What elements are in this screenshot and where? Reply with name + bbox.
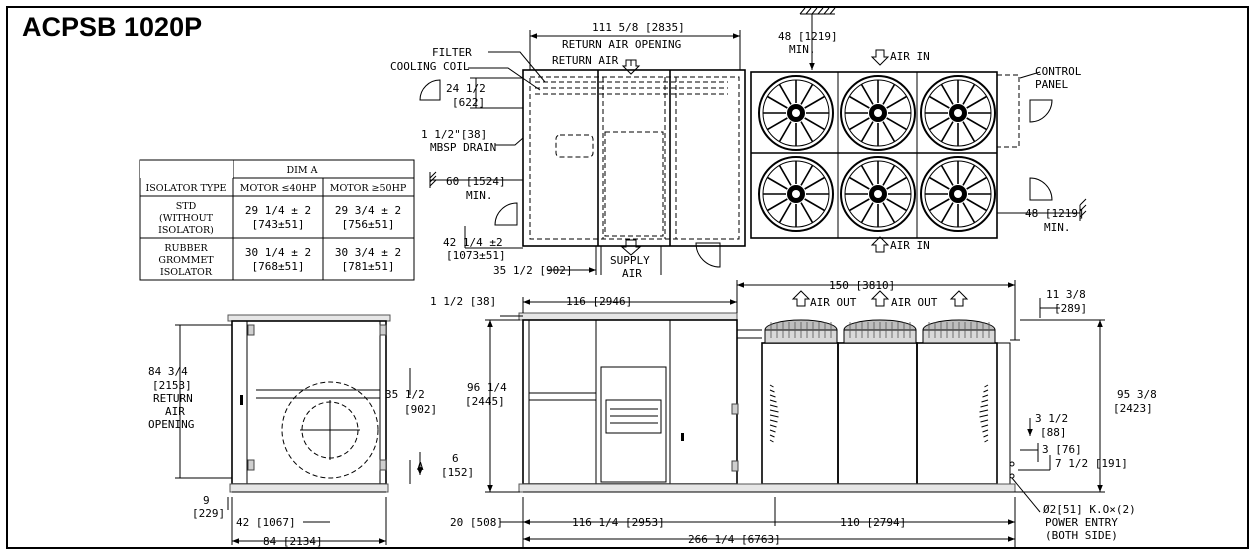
air-out-1-label: AIR OUT <box>810 296 857 309</box>
table-row1-type1: STD <box>176 201 197 212</box>
side-dim7-label: 7 1/2 [191] <box>1055 457 1128 470</box>
clear-60-min-label: MIN. <box>466 189 493 202</box>
panel-label: PANEL <box>1035 78 1068 91</box>
top-view <box>419 13 1081 275</box>
air-out-2-label: AIR OUT <box>891 296 938 309</box>
clear-48-top-min-label: MIN. <box>789 43 816 56</box>
side-dim3-5-label: 3 1/2 <box>1035 412 1068 425</box>
power-entry-2: POWER ENTRY <box>1045 516 1118 529</box>
condenser-fan-icon <box>920 156 996 232</box>
table-row2-type1: RUBBER <box>164 243 208 254</box>
coil-hatch <box>769 384 779 443</box>
power-entry-3: (BOTH SIDE) <box>1045 529 1118 542</box>
dim-42-label: 42 1/4 ±2 <box>443 236 503 249</box>
end-h84-mm-label: [2153] <box>152 379 192 392</box>
end-return-label: RETURN <box>153 392 193 405</box>
supply-label: SUPPLY <box>610 254 650 267</box>
condenser-fan-icon <box>758 75 834 151</box>
side-dim96-label: 96 1/4 <box>467 381 507 394</box>
dim-35-label: 35 1/2 [902] <box>493 264 572 277</box>
drain-dim-label: 1 1/2"[38] <box>421 128 487 141</box>
air-in-top-label: AIR IN <box>890 50 930 63</box>
table-col2: MOTOR ≥50HP <box>330 183 407 194</box>
side-dim95-label: 95 3/8 <box>1117 388 1157 401</box>
clear-48-right-label: 48 [1219] <box>1025 207 1085 220</box>
fan-guard-icon <box>843 319 917 344</box>
drain-label: MBSP DRAIN <box>430 141 496 154</box>
end-a-label: A <box>417 460 424 473</box>
end-h84-label: 84 3/4 <box>148 365 188 378</box>
side-dim20-label: 20 [508] <box>450 516 503 529</box>
drawing-frame <box>6 6 1249 549</box>
return-opening-dim: 111 5/8 [2835] <box>592 21 685 34</box>
table-header-group: DIM A <box>287 165 318 176</box>
end-dim6-mm-label: [152] <box>441 466 474 479</box>
control-label: CONTROL <box>1035 65 1082 78</box>
side-dim96-mm-label: [2445] <box>465 395 505 408</box>
end-dim84-label: 84 [2134] <box>263 535 323 548</box>
side-dim3-label: 3 [76] <box>1042 443 1082 456</box>
condenser-fan-icon <box>840 156 916 232</box>
table-row2-b1: 30 3/4 ± 2 <box>335 246 401 259</box>
condenser-fan-icon <box>840 75 916 151</box>
wall-hatch-top <box>799 7 836 15</box>
coil-hatch <box>979 384 989 443</box>
condenser-fan-icon <box>920 75 996 151</box>
table-col1: MOTOR ≤40HP <box>240 183 317 194</box>
side-dim110-label: 110 [2794] <box>840 516 906 529</box>
table-row2-b2: [781±51] <box>342 260 395 273</box>
side-dim11-mm-label: [289] <box>1054 302 1087 315</box>
table-row2-a1: 30 1/4 ± 2 <box>245 246 311 259</box>
return-air-label: RETURN AIR <box>552 54 619 67</box>
isolator-table <box>139 159 415 281</box>
cooling-coil-label: COOLING COIL <box>390 60 470 73</box>
side-dim116-label: 116 [2946] <box>566 295 632 308</box>
clear-60-label: 60 [1524] <box>446 175 506 188</box>
table-row1-type2: (WITHOUT <box>159 213 214 224</box>
side-dim11-label: 11 3/8 <box>1046 288 1086 301</box>
filter-label: FILTER <box>432 46 472 59</box>
table-row2-type2: GROMMET <box>158 255 214 266</box>
supply-air-label: AIR <box>622 267 642 280</box>
side-dim266-label: 266 1/4 [6763] <box>688 533 781 546</box>
table-row1-a2: [743±51] <box>252 218 305 231</box>
end-dim9-label: 9 <box>203 494 210 507</box>
dim-24-label: 24 1/2 <box>446 82 486 95</box>
side-view <box>485 280 1105 548</box>
table-row1-type3: ISOLATOR) <box>158 225 214 236</box>
side-dim150-label: 150 [3810] <box>829 279 895 292</box>
table-row1-b2: [756±51] <box>342 218 395 231</box>
end-air-label: AIR <box>165 405 185 418</box>
fan-guard-icon <box>922 319 996 344</box>
end-dim42-label: 42 [1067] <box>236 516 296 529</box>
side-dim116b-label: 116 1/4 [2953] <box>572 516 665 529</box>
end-dim6-label: 6 <box>452 452 459 465</box>
side-dim1-label: 1 1/2 [38] <box>430 295 496 308</box>
air-in-bottom-label: AIR IN <box>890 239 930 252</box>
drawing-title: ACPSB 1020P <box>22 12 203 42</box>
end-dim35-mm-label: [902] <box>404 403 437 416</box>
table-row1-a1: 29 1/4 ± 2 <box>245 204 311 217</box>
wall-hatch-right <box>1079 198 1087 218</box>
dim-42-mm-label: [1073±51] <box>446 249 506 262</box>
fan-guard-icon <box>764 319 838 344</box>
end-view <box>175 314 423 545</box>
condenser-fan-icon <box>758 156 834 232</box>
dim-24-mm-label: [622] <box>452 96 485 109</box>
return-opening-label: RETURN AIR OPENING <box>562 38 681 51</box>
table-col0: ISOLATOR TYPE <box>146 183 227 194</box>
table-row2-type3: ISOLATOR <box>160 267 213 278</box>
side-dim95-mm-label: [2423] <box>1113 402 1153 415</box>
clear-48-top-label: 48 [1219] <box>778 30 838 43</box>
clear-48-right-min-label: MIN. <box>1044 221 1071 234</box>
end-opening-label: OPENING <box>148 418 194 431</box>
table-row2-a2: [768±51] <box>252 260 305 273</box>
side-dim3-5-mm-label: [88] <box>1040 426 1067 439</box>
end-dim9-mm-label: [229] <box>192 507 225 520</box>
table-row1-b1: 29 3/4 ± 2 <box>335 204 401 217</box>
power-entry-1: Ø2[51] K.O×(2) <box>1043 503 1136 516</box>
wall-hatch-left <box>429 171 437 187</box>
end-dim35-label: 35 1/2 <box>385 388 425 401</box>
